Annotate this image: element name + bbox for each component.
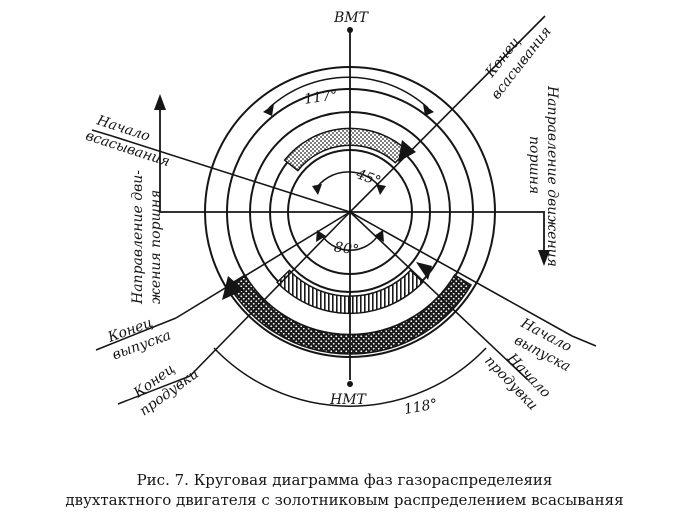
bottom-dead-centre-label: НМТ: [329, 392, 368, 408]
angle-arcs: [213, 76, 487, 407]
intake-arrowhead: [398, 140, 416, 162]
purge-end-line: [189, 211, 351, 377]
caption-line-2: двухтактного двигателя с золотниковым ра…: [65, 491, 624, 509]
angle-117-label: 117°: [303, 87, 339, 108]
exhaust-band: [227, 273, 473, 355]
piston-direction-arrows: [159, 100, 545, 258]
svg-text:Направление движения: Направление движения: [544, 85, 560, 267]
svg-text:поршня: поршня: [526, 136, 542, 194]
exhaust-start-line: [349, 211, 573, 337]
purge-start-line: [349, 211, 529, 381]
radial-lines: [111, 15, 573, 381]
svg-text:Направление дви-: Направление дви-: [130, 170, 146, 305]
purge-arrowhead: [416, 262, 432, 280]
angle-118-label: 118°: [403, 396, 439, 418]
intake-start-line: [111, 135, 351, 213]
valve-timing-diagram: ВМТ НМТ 117° 45° 80° 118° Начало всасыва…: [83, 10, 597, 419]
left-direction-arrowhead: [154, 94, 166, 110]
figure-caption: Рис. 7. Круговая диаграмма фаз газораспр…: [0, 470, 689, 510]
angle-80-label: 80°: [333, 239, 360, 258]
intake-end-label: Конец всасывания: [482, 24, 555, 103]
intake-end-line: [349, 15, 546, 213]
caption-line-1: Рис. 7. Круговая диаграмма фаз газораспр…: [136, 471, 553, 489]
exhaust-arrowhead: [222, 276, 244, 300]
exhaust-end-label: Конец выпуска: [105, 315, 173, 364]
piston-direction-right-label: Направление движения поршня: [526, 85, 560, 267]
exhaust-end-line: [175, 211, 351, 319]
angle-45-label: 45°: [353, 166, 383, 190]
purge-end-label: Конец продувки: [130, 361, 202, 419]
crosshair-lines: [205, 32, 495, 380]
intake-start-label: Начало всасывания: [83, 112, 171, 170]
piston-direction-left-label: Направление дви- жения поршня: [130, 170, 164, 305]
right-direction-arrowhead: [538, 250, 550, 266]
svg-text:жения поршня: жения поршня: [148, 190, 164, 304]
purge-band: [276, 269, 424, 315]
top-dead-centre-label: ВМТ: [333, 10, 370, 26]
